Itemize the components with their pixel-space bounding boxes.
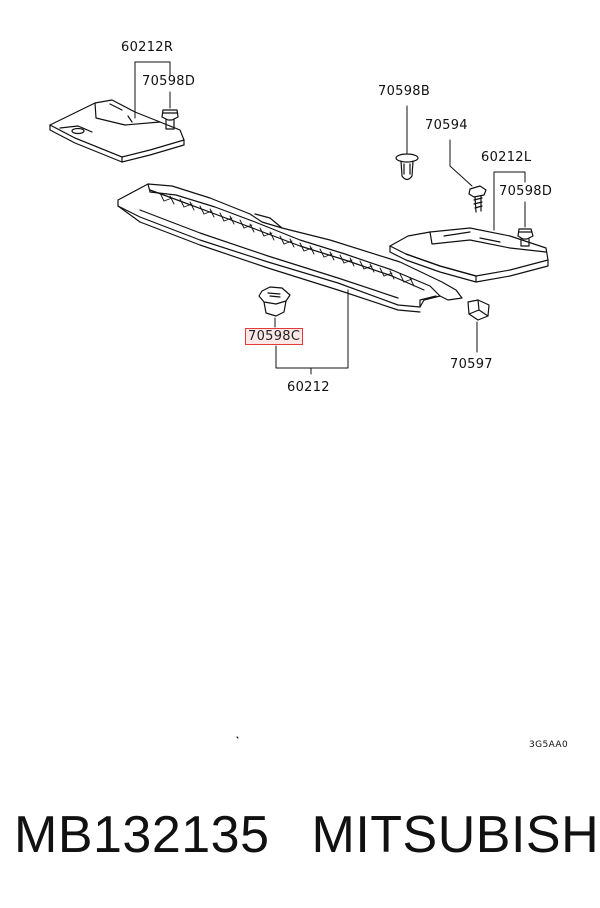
bracket-60212R xyxy=(49,99,185,163)
label-60212L: 60212L xyxy=(481,150,532,165)
rivet-70598B xyxy=(395,153,419,181)
screw-70594 xyxy=(468,185,487,213)
nut-70597 xyxy=(467,299,490,321)
clip-70598C xyxy=(258,286,291,317)
leader-lines xyxy=(134,61,526,375)
label-70598C-highlighted: 70598C xyxy=(245,328,304,345)
part-number: MB132135 xyxy=(14,806,270,864)
drawing-code: 3G5AA0 xyxy=(529,740,569,750)
clip-70598D-left xyxy=(161,109,179,130)
caption: MB132135 MITSUBISHI xyxy=(14,805,600,865)
parts-diagram xyxy=(49,61,549,739)
label-70598D-right: 70598D xyxy=(499,184,553,199)
clip-70598D-right xyxy=(517,228,534,247)
label-70598B: 70598B xyxy=(378,84,431,99)
label-70598D-left: 70598D xyxy=(142,74,196,89)
brand-name: MITSUBISHI xyxy=(311,806,600,864)
panel-60212 xyxy=(117,183,463,313)
bracket-60212L xyxy=(389,227,549,283)
label-70597: 70597 xyxy=(450,357,493,372)
label-70594: 70594 xyxy=(425,118,468,133)
label-60212R: 60212R xyxy=(121,40,174,55)
label-60212: 60212 xyxy=(287,380,330,395)
